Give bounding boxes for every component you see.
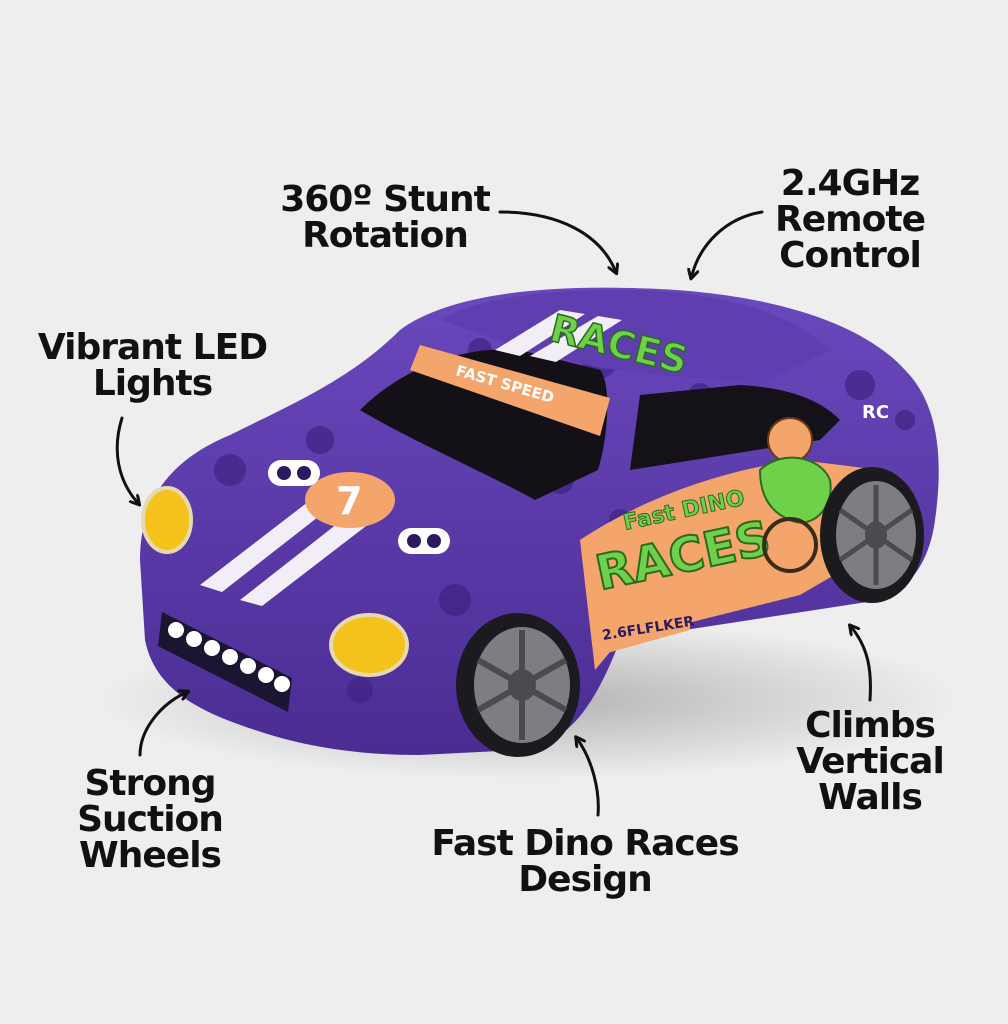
callout-walls-line2: Vertical bbox=[796, 741, 945, 782]
hood-number-badge bbox=[305, 472, 395, 528]
headlight-right bbox=[329, 613, 409, 677]
callout-walls-line3: Walls bbox=[818, 777, 923, 818]
callout-led-lights: Vibrant LED Lights bbox=[30, 330, 275, 402]
arrow-wheels bbox=[138, 693, 185, 757]
callout-wheels-line1: Strong bbox=[84, 763, 216, 804]
callout-remote-line3: Control bbox=[779, 235, 922, 276]
side-badge: RC bbox=[862, 402, 889, 423]
dino-mascot bbox=[758, 417, 832, 573]
roof bbox=[440, 289, 830, 385]
windshield-banner bbox=[410, 345, 610, 436]
hood-vents bbox=[268, 460, 450, 554]
arrow-design bbox=[578, 740, 600, 817]
rear-wheel bbox=[820, 467, 924, 603]
lower-decal-panel bbox=[595, 600, 690, 655]
callout-design-line1: Fast Dino Races bbox=[431, 823, 739, 864]
callout-design-line2: Design bbox=[518, 859, 652, 900]
arrow-remote bbox=[692, 210, 764, 275]
callout-led-line1: Vibrant LED bbox=[37, 327, 268, 368]
led-light-bar bbox=[158, 612, 292, 712]
callout-stunt-line1: 360º Stunt bbox=[280, 179, 491, 220]
callout-walls-line1: Climbs bbox=[805, 705, 936, 746]
callout-wheels-line2: Suction bbox=[77, 799, 224, 840]
callout-wheels-line3: Wheels bbox=[79, 835, 222, 876]
side-windows bbox=[630, 385, 840, 470]
hood-number: 7 bbox=[336, 479, 362, 523]
callout-arrows bbox=[115, 210, 872, 817]
callout-stunt-line2: Rotation bbox=[302, 215, 469, 256]
arrow-walls bbox=[852, 628, 872, 702]
arrow-led bbox=[115, 416, 137, 502]
headlight-left bbox=[141, 486, 193, 554]
callout-climbs-walls: Climbs Vertical Walls bbox=[780, 708, 960, 816]
callout-dino-design: Fast Dino Races Design bbox=[420, 826, 750, 898]
front-wheel bbox=[456, 613, 580, 757]
callout-led-line2: Lights bbox=[92, 363, 213, 404]
callout-remote-line1: 2.4GHz bbox=[780, 163, 920, 204]
callout-stunt-rotation: 360º Stunt Rotation bbox=[270, 182, 500, 254]
callout-remote-control: 2.4GHz Remote Control bbox=[760, 166, 940, 274]
callout-suction-wheels: Strong Suction Wheels bbox=[60, 766, 240, 874]
rc-car: FAST SPEED RACES Fast DINO RACES RC 2.6F… bbox=[140, 287, 939, 757]
callout-remote-line2: Remote bbox=[774, 199, 926, 240]
arrow-stunt bbox=[498, 210, 615, 270]
